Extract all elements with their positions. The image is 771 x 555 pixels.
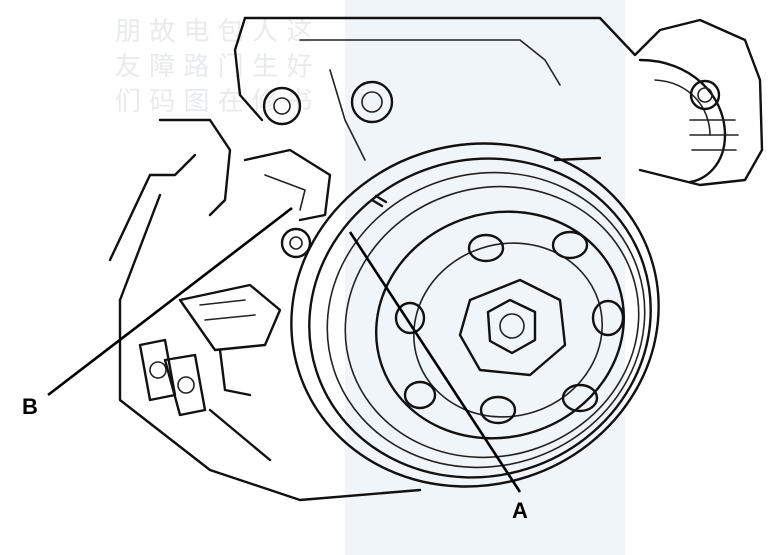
- leader-line-a: [348, 231, 522, 493]
- watermark-glyphs: 朋 故 电 包 人 这 友 障 路 门 生 好 们 码 图 在 修 书: [115, 17, 312, 117]
- svg-text:友 障 路 门 生 好: 友 障 路 门 生 好: [115, 52, 312, 82]
- sensor-bracket: [108, 118, 422, 502]
- leader-line-b: [47, 206, 293, 397]
- callout-label-b: B: [22, 394, 38, 419]
- crankshaft-pulley: [290, 142, 660, 488]
- timing-mark: [370, 194, 388, 208]
- svg-text:们 码 图 在 修 书: 们 码 图 在 修 书: [115, 87, 312, 117]
- engine-block: [233, 16, 764, 187]
- callout-label-a: A: [512, 498, 528, 523]
- svg-text:朋 故 电 包 人 这: 朋 故 电 包 人 这: [115, 17, 312, 47]
- watermark-band: [345, 0, 625, 555]
